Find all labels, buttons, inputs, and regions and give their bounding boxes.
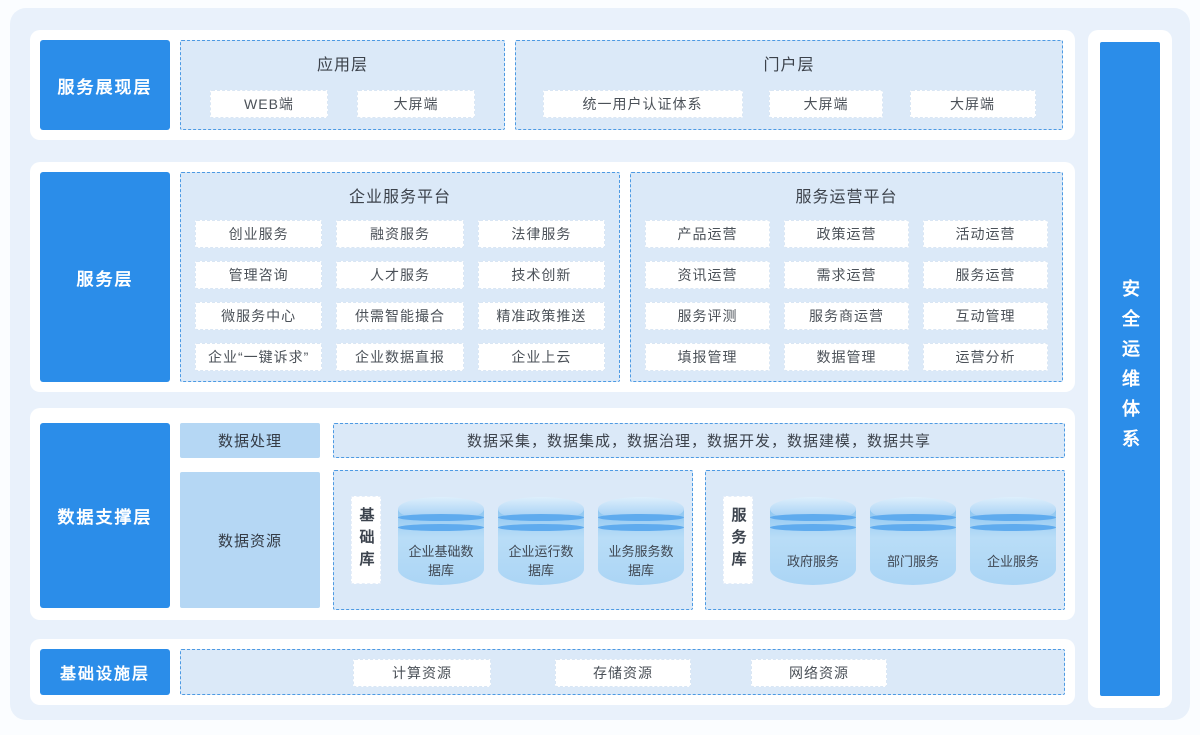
node-service: 企业“一键诉求” (195, 343, 323, 371)
node-service: 企业上云 (477, 343, 605, 371)
data-processing-pipeline: 数据采集，数据集成，数据治理，数据开发，数据建模，数据共享 (466, 433, 931, 450)
database-icon: 政府服务 (770, 497, 856, 585)
node-operation: 资讯运营 (645, 261, 770, 289)
db-label: 部门服务 (886, 553, 939, 569)
node-service: 创业服务 (195, 220, 323, 248)
db-label: 企业服务 (986, 553, 1039, 569)
service-layer-card: 服务层 企业服务平台 创业服务 融资服务 法律服务 管理咨询 人才服务 技术创新… (30, 162, 1075, 392)
database-icon: 业务服务数据库 (598, 497, 684, 585)
application-layer-nodes: WEB端 大屏端 (181, 90, 504, 118)
service-operation-platform-panel: 服务运营平台 产品运营 政策运营 活动运营 资讯运营 需求运营 服务运营 服务评… (630, 172, 1063, 382)
data-support-layer-card: 数据支撑层 数据处理 数据采集，数据集成，数据治理，数据开发，数据建模，数据共享… (30, 408, 1075, 620)
db-label: 政府服务 (786, 553, 839, 569)
node-operation: 产品运营 (645, 220, 770, 248)
enterprise-platform-title: 企业服务平台 (348, 189, 451, 206)
node-service: 管理咨询 (195, 261, 323, 289)
node-operation: 服务商运营 (784, 302, 909, 330)
base-database-panel: 基础库 企业基础数据库 企业运行数据库 业务服务数据库 (333, 470, 693, 610)
data-resource-label: 数据资源 (180, 472, 320, 608)
presentation-layer-card: 服务展现层 应用层 WEB端 大屏端 门户层 统一用户认证体系 大屏端 大屏端 (30, 30, 1075, 140)
node-bigscreen-client: 大屏端 (357, 90, 475, 118)
operation-platform-title: 服务运营平台 (795, 189, 898, 206)
node-operation: 互动管理 (923, 302, 1048, 330)
application-layer-panel: 应用层 WEB端 大屏端 (180, 40, 505, 130)
node-web-client: WEB端 (210, 90, 328, 118)
base-db-group-label: 基础库 (351, 496, 381, 584)
database-icon: 部门服务 (870, 497, 956, 585)
node-bigscreen-2: 大屏端 (909, 90, 1036, 118)
database-icon: 企业服务 (970, 497, 1056, 585)
security-ops-card: 安全运维体系 (1088, 30, 1172, 708)
data-processing-label: 数据处理 (180, 423, 320, 458)
node-network-resource: 网络资源 (751, 659, 887, 687)
node-operation: 服务运营 (923, 261, 1048, 289)
node-compute-resource: 计算资源 (353, 659, 491, 687)
node-service: 法律服务 (477, 220, 605, 248)
db-label: 企业基础数据库 (408, 544, 474, 578)
node-service: 技术创新 (477, 261, 605, 289)
node-operation: 运营分析 (923, 343, 1048, 371)
application-layer-title: 应用层 (316, 57, 368, 74)
db-label: 业务服务数据库 (608, 544, 674, 578)
enterprise-service-platform-panel: 企业服务平台 创业服务 融资服务 法律服务 管理咨询 人才服务 技术创新 微服务… (180, 172, 620, 382)
node-service: 企业数据直报 (336, 343, 464, 371)
architecture-diagram: 服务展现层 应用层 WEB端 大屏端 门户层 统一用户认证体系 大屏端 大屏端 … (10, 8, 1190, 720)
node-operation: 数据管理 (784, 343, 909, 371)
data-support-layer-label: 数据支撑层 (40, 423, 170, 608)
portal-layer-nodes: 统一用户认证体系 大屏端 大屏端 (516, 90, 1062, 118)
service-layer-label: 服务层 (40, 172, 170, 382)
node-service: 融资服务 (336, 220, 464, 248)
node-operation: 服务评测 (645, 302, 770, 330)
presentation-layer-label: 服务展现层 (40, 40, 170, 130)
node-storage-resource: 存储资源 (555, 659, 691, 687)
portal-layer-title: 门户层 (763, 57, 815, 74)
node-service: 微服务中心 (195, 302, 323, 330)
infrastructure-layer-card: 基础设施层 计算资源 存储资源 网络资源 (30, 639, 1075, 705)
node-operation: 填报管理 (645, 343, 770, 371)
security-ops-label: 安全运维体系 (1120, 279, 1140, 459)
node-service: 人才服务 (336, 261, 464, 289)
node-operation: 需求运营 (784, 261, 909, 289)
node-unified-auth: 统一用户认证体系 (542, 90, 743, 118)
service-db-group-label: 服务库 (723, 496, 753, 584)
service-database-panel: 服务库 政府服务 部门服务 企业服务 (705, 470, 1065, 610)
data-processing-pipeline-panel: 数据采集，数据集成，数据治理，数据开发，数据建模，数据共享 (333, 423, 1065, 458)
node-operation: 活动运营 (923, 220, 1048, 248)
node-bigscreen-1: 大屏端 (769, 90, 883, 118)
node-service: 供需智能撮合 (336, 302, 464, 330)
infrastructure-layer-label: 基础设施层 (40, 649, 170, 695)
node-service: 精准政策推送 (477, 302, 605, 330)
infrastructure-panel: 计算资源 存储资源 网络资源 (180, 649, 1065, 695)
portal-layer-panel: 门户层 统一用户认证体系 大屏端 大屏端 (515, 40, 1063, 130)
enterprise-platform-grid: 创业服务 融资服务 法律服务 管理咨询 人才服务 技术创新 微服务中心 供需智能… (181, 220, 619, 371)
operation-platform-grid: 产品运营 政策运营 活动运营 资讯运营 需求运营 服务运营 服务评测 服务商运营… (631, 220, 1062, 371)
security-ops-bar: 安全运维体系 (1100, 42, 1160, 696)
database-icon: 企业基础数据库 (398, 497, 484, 585)
node-operation: 政策运营 (784, 220, 909, 248)
database-icon: 企业运行数据库 (498, 497, 584, 585)
db-label: 企业运行数据库 (508, 544, 574, 578)
